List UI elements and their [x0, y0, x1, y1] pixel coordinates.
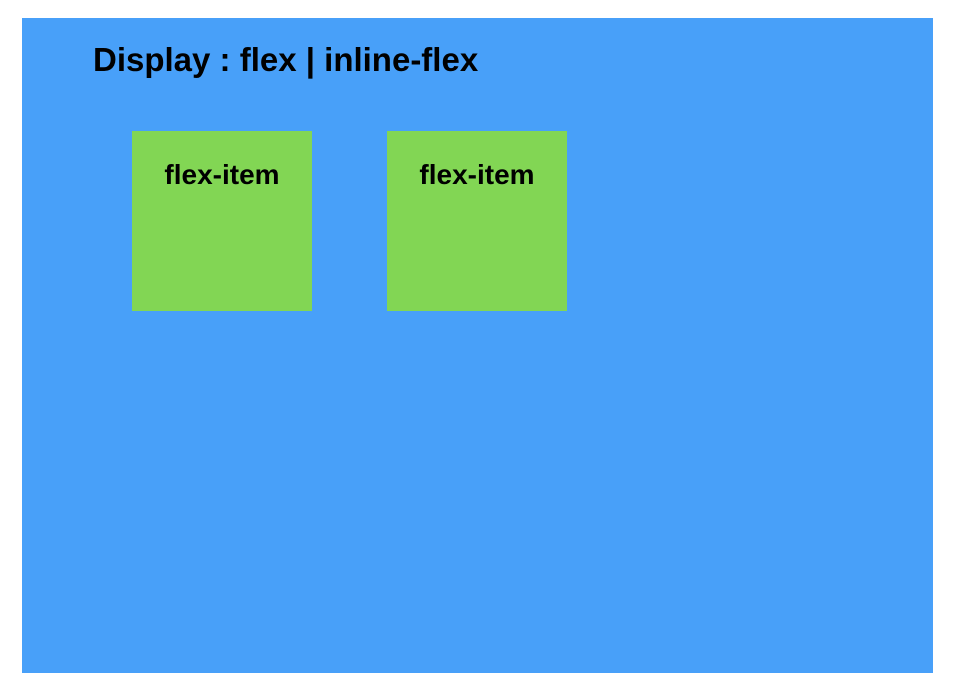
- page-title: Display : flex | inline-flex: [93, 41, 479, 78]
- flex-item-label: flex-item: [164, 159, 280, 190]
- flex-item-label: flex-item: [419, 159, 535, 190]
- flex-container: Display : flex | inline-flex flex-item f…: [22, 18, 933, 673]
- flex-row: flex-item flex-item: [132, 131, 567, 311]
- flex-item-1: flex-item: [132, 131, 312, 311]
- flex-item-2: flex-item: [387, 131, 567, 311]
